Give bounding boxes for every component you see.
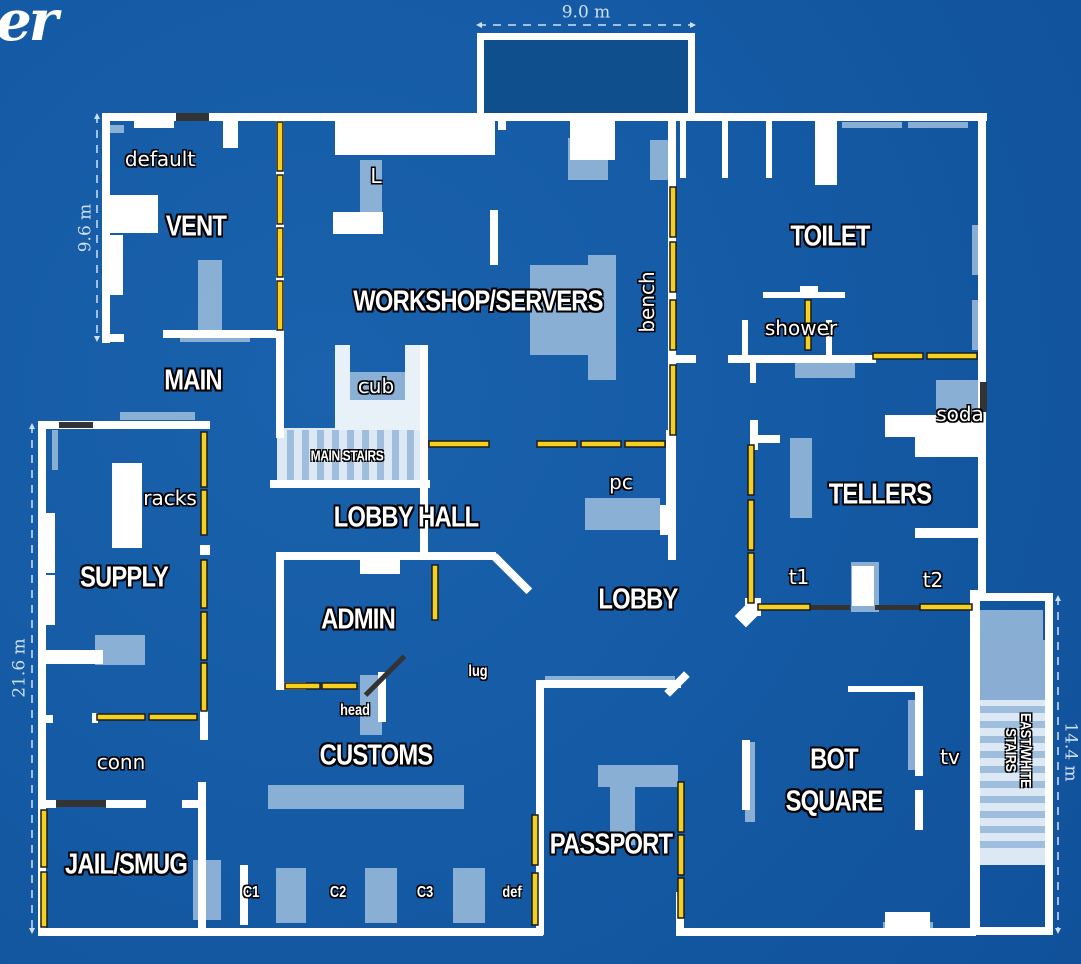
callout-racks: racks: [143, 486, 197, 510]
room-label-tellers: TELLERS: [828, 478, 932, 511]
east-stairs-line1: EAST/WHITE: [1017, 712, 1034, 788]
callout-t2: t2: [922, 568, 944, 592]
east-stairs-line2: STAIRS: [1002, 728, 1019, 772]
main-stairs-graphic: [277, 345, 425, 485]
callout-tv: tv: [940, 745, 960, 769]
measure-west-height: 21.6 m: [9, 638, 30, 698]
measure-top-width: 9.0 m: [561, 2, 611, 23]
room-label-bot-square-line1: BOT: [810, 743, 859, 776]
callout-c1: C1: [242, 884, 260, 901]
callout-l: L: [370, 164, 382, 188]
room-label-lobby-hall: LOBBY HALL: [333, 501, 479, 534]
measurement-lines: [31, 24, 1059, 932]
room-label-main-stairs: MAIN STAIRS: [310, 447, 384, 465]
callout-head: head: [340, 702, 370, 719]
room-label-bot-square-line2: SQUARE: [785, 785, 883, 818]
barricade-layer: [56, 113, 987, 807]
map-title-fragment: der: [0, 0, 58, 54]
room-label-toilet: TOILET: [790, 220, 871, 253]
room-label-lobby: LOBBY: [598, 583, 679, 616]
room-label-main: MAIN: [164, 364, 223, 397]
callout-def: def: [502, 884, 522, 901]
callout-c3: C3: [416, 884, 434, 901]
callout-bench: bench: [635, 271, 659, 333]
breakable-walls-layer[interactable]: [40, 121, 978, 928]
callout-c2: C2: [329, 884, 347, 901]
callout-default: default: [124, 147, 196, 171]
callout-t1: t1: [788, 565, 810, 589]
room-label-passport: PASSPORT: [549, 828, 673, 861]
room-label-supply: SUPPLY: [79, 561, 170, 594]
room-label-east-white-stairs: EAST/WHITE STAIRS: [1002, 712, 1034, 788]
measurement-arrows: [29, 22, 1061, 934]
east-stairs-graphic: [980, 700, 1045, 865]
roof-annex: [483, 40, 688, 115]
room-label-jail-smug: JAIL/SMUG: [64, 848, 189, 881]
room-label-vent: VENT: [165, 210, 228, 243]
room-label-admin: ADMIN: [321, 603, 396, 636]
callout-pc: pc: [609, 470, 633, 494]
callout-shower: shower: [764, 316, 838, 340]
measure-east-height: 14.4 m: [1060, 722, 1081, 782]
callout-cub: cub: [357, 374, 395, 398]
callout-conn: conn: [96, 750, 146, 774]
room-label-customs: CUSTOMS: [319, 739, 433, 772]
measure-vent-height: 9.6 m: [75, 203, 96, 253]
room-label-workshop-servers: WORKSHOP/SERVERS: [353, 285, 604, 318]
callout-soda: soda: [936, 402, 984, 426]
callout-lug: lug: [468, 663, 488, 680]
